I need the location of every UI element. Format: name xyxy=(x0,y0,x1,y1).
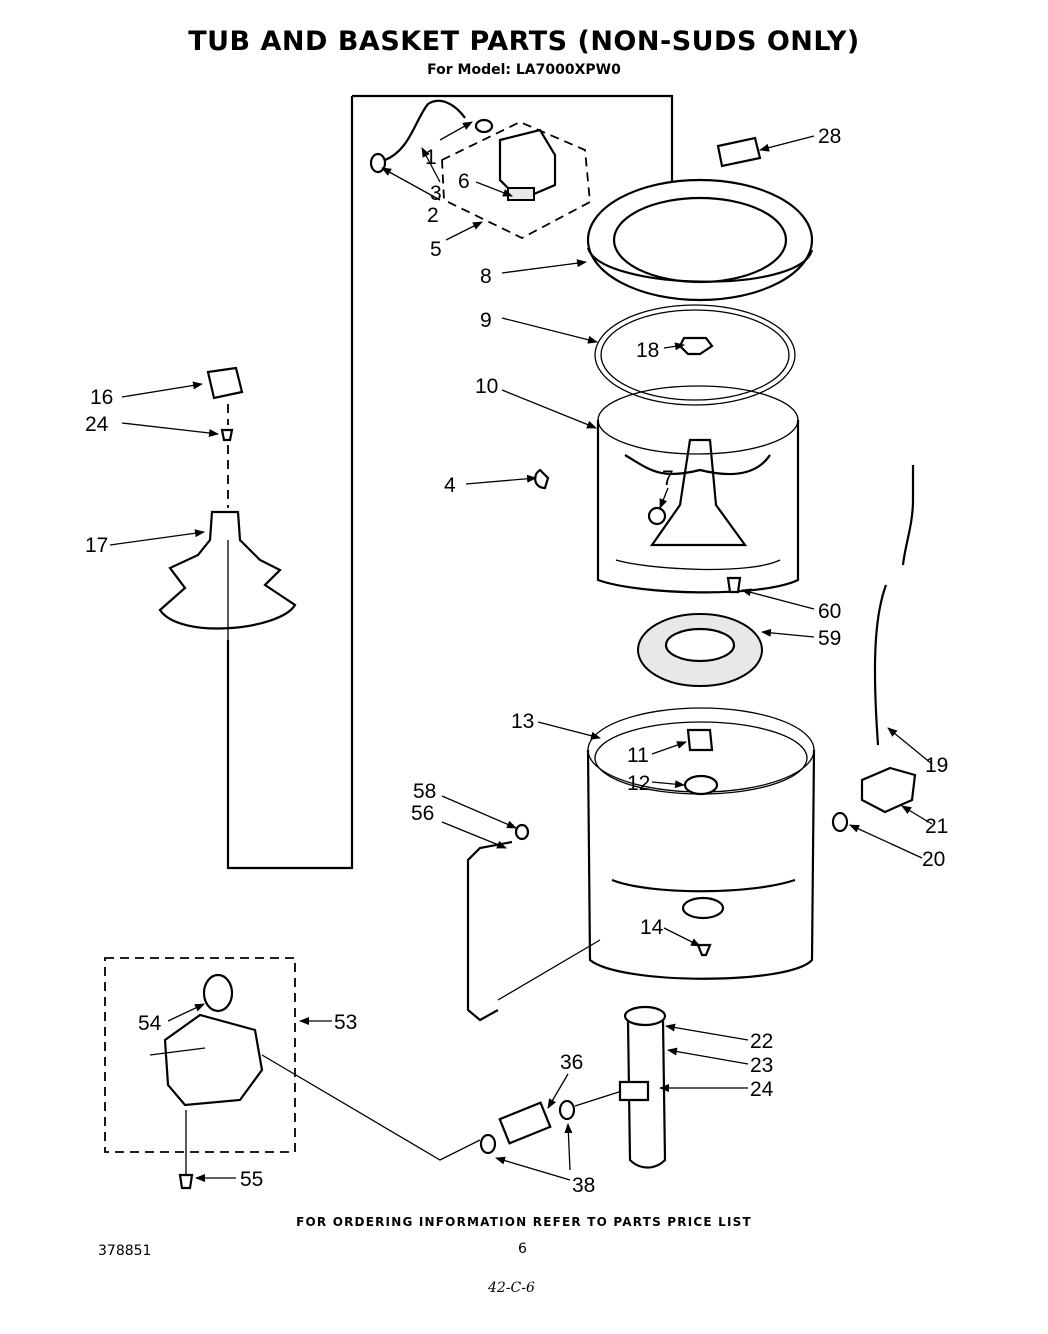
callout-12: 12 xyxy=(627,772,650,795)
screw-55 xyxy=(178,1173,194,1190)
hose-56 xyxy=(466,840,513,1022)
callout-40: 24 xyxy=(85,413,109,436)
basket-nut xyxy=(678,336,714,356)
callout-6: 6 xyxy=(458,170,470,193)
callout-38: 38 xyxy=(572,1174,595,1197)
bearing-12 xyxy=(683,774,719,796)
pump xyxy=(163,1013,264,1107)
callout-4: 4 xyxy=(444,474,456,497)
drain-hose-upper xyxy=(901,465,915,566)
document-number: 378851 xyxy=(98,1243,152,1259)
bolt-14 xyxy=(696,943,712,957)
seal-11 xyxy=(686,728,714,752)
callout-9: 9 xyxy=(480,309,492,332)
gasket-28 xyxy=(716,136,762,168)
callout-16: 16 xyxy=(90,386,113,409)
pump-part-54 xyxy=(202,973,234,1013)
callout-58: 58 xyxy=(413,780,436,803)
clamp-38-b xyxy=(558,1099,576,1121)
callout-1: 1 xyxy=(425,146,437,169)
part-7 xyxy=(647,506,667,526)
clip-4 xyxy=(534,468,550,490)
callout-13: 13 xyxy=(511,710,534,733)
page-title: TUB AND BASKET PARTS (NON-SUDS ONLY) xyxy=(188,26,860,57)
agitator-bolt-40 xyxy=(220,428,234,442)
leader-lines xyxy=(109,121,933,1182)
callout-14: 14 xyxy=(640,916,664,939)
callout-56: 56 xyxy=(411,802,434,825)
basket-ring xyxy=(594,304,796,406)
callout-10: 10 xyxy=(475,375,498,398)
callout-28: 28 xyxy=(818,125,841,148)
callout-55: 55 xyxy=(240,1168,263,1191)
agitator-cap-16 xyxy=(206,366,244,400)
pressure-switch xyxy=(498,128,557,202)
callout-2: 2 xyxy=(427,204,439,227)
callout-23: 23 xyxy=(750,1054,773,1077)
pressure-hose xyxy=(384,99,466,162)
model-line: For Model: LA7000XPW0 xyxy=(427,62,621,78)
tub-ring-inner xyxy=(612,196,788,284)
drain-connector-21 xyxy=(860,766,917,814)
callout-11: 11 xyxy=(627,744,649,767)
handwritten-note: 42-C-6 xyxy=(488,1280,535,1296)
callout-21: 21 xyxy=(925,815,948,838)
pressure-switch-bracket xyxy=(507,187,535,201)
callout-19: 19 xyxy=(925,754,948,777)
callout-5: 5 xyxy=(430,238,442,261)
callout-8: 8 xyxy=(480,265,492,288)
clamp-38-a xyxy=(479,1133,497,1155)
callout-60: 60 xyxy=(818,600,841,623)
callout-24: 24 xyxy=(750,1078,774,1101)
callout-22: 22 xyxy=(750,1030,773,1053)
outer-tub xyxy=(586,749,816,980)
callout-labels: 1 2 3 4 5 6 7 8 9 10 11 12 13 14 16 24 1… xyxy=(85,125,948,1197)
drain-fitting-24 xyxy=(618,1080,650,1102)
callout-17: 17 xyxy=(85,534,108,557)
pump-dashed-box xyxy=(104,957,296,1153)
drain-tube-23 xyxy=(626,1019,667,1169)
basket xyxy=(596,420,800,594)
hose-36 xyxy=(498,1101,552,1145)
hose-clamp-2 xyxy=(369,152,387,174)
callout-20: 20 xyxy=(922,848,945,871)
drain-hose-lower xyxy=(873,584,888,746)
callout-59: 59 xyxy=(818,627,841,650)
part-60 xyxy=(726,576,742,594)
callout-54: 54 xyxy=(138,1012,162,1035)
callout-7: 7 xyxy=(662,467,674,490)
clamp-58 xyxy=(514,823,530,841)
hose-clamp-1 xyxy=(474,118,494,134)
page-number: 6 xyxy=(518,1241,527,1257)
callout-3: 3 xyxy=(430,182,442,205)
grommet-20 xyxy=(831,811,849,833)
callout-36: 36 xyxy=(560,1051,583,1074)
callout-53: 53 xyxy=(334,1011,357,1034)
callout-18: 18 xyxy=(636,339,659,362)
ordering-info-note: FOR ORDERING INFORMATION REFER TO PARTS … xyxy=(296,1215,752,1229)
grommet-22 xyxy=(623,1005,667,1027)
